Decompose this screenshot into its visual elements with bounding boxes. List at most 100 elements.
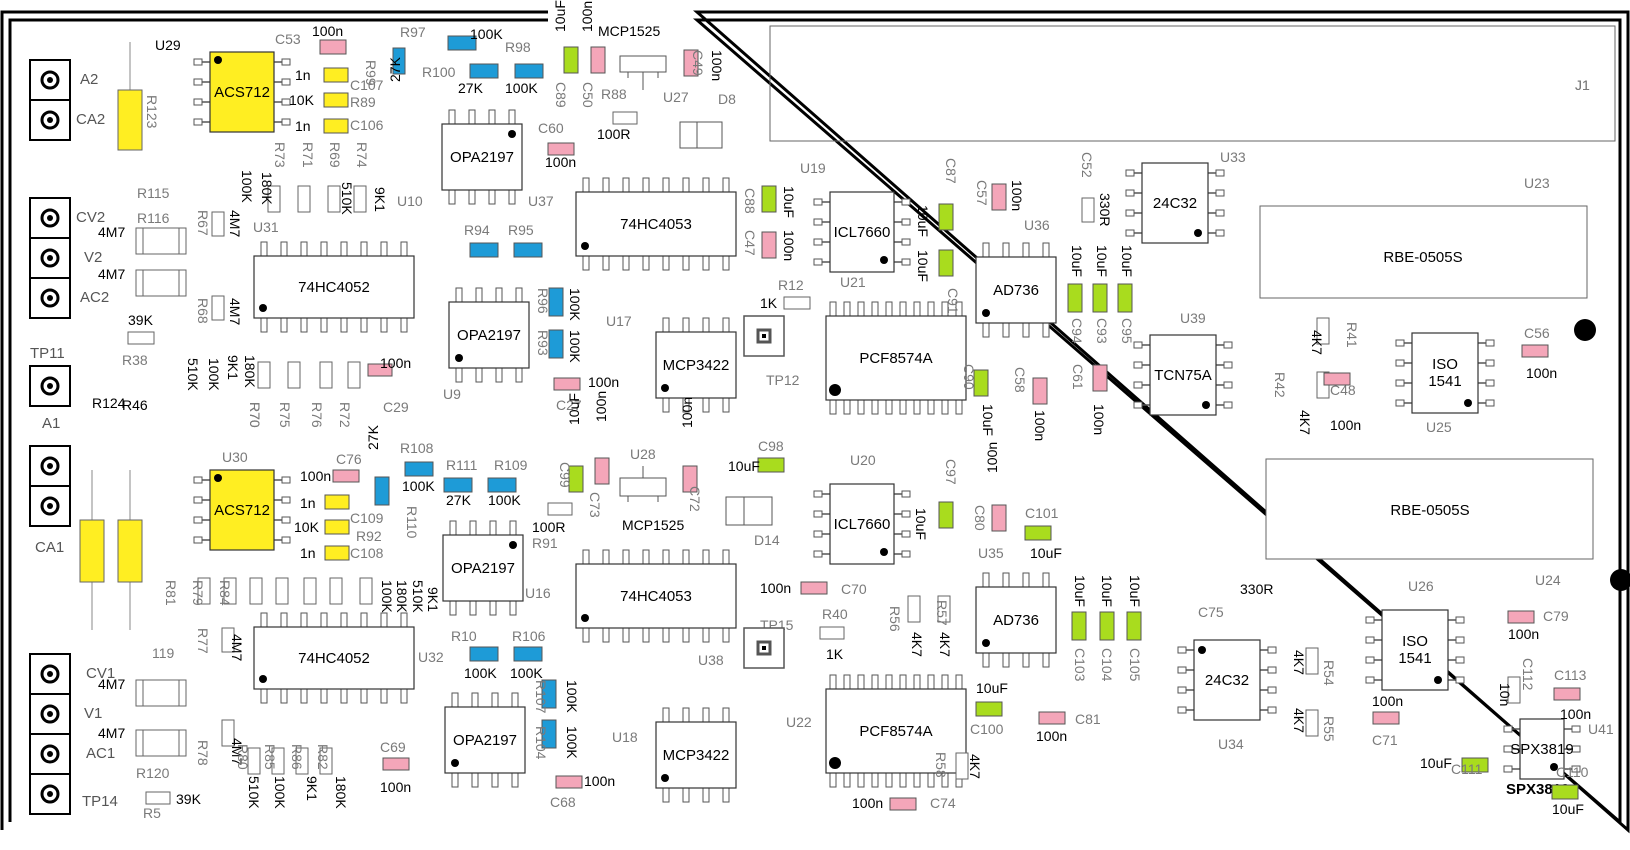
smd-part-80[interactable] xyxy=(469,646,499,662)
diode-d14-body[interactable] xyxy=(725,496,773,526)
smd-part-43[interactable] xyxy=(1032,377,1048,405)
smd-part-72[interactable] xyxy=(800,581,828,595)
smd-part-33[interactable] xyxy=(548,287,564,317)
smd-part-20[interactable] xyxy=(469,242,499,258)
smd-part-48[interactable] xyxy=(1521,344,1549,358)
u16-chip[interactable]: OPA2197 xyxy=(442,520,524,616)
pin-header-cv1-v1-ac1-tp14[interactable] xyxy=(29,653,71,815)
smd-part-24[interactable] xyxy=(783,296,811,310)
smd-part-62[interactable] xyxy=(938,501,954,529)
smd-part-103[interactable] xyxy=(555,775,583,789)
u30-chip[interactable]: ACS712 xyxy=(193,469,291,551)
smd-part-67[interactable] xyxy=(249,577,263,605)
smd-part-45[interactable] xyxy=(1316,317,1330,345)
smd-part-98[interactable] xyxy=(247,747,261,775)
smd-part-12[interactable] xyxy=(323,118,349,134)
smd-part-96[interactable] xyxy=(1461,757,1489,773)
smd-part-37[interactable] xyxy=(287,361,301,389)
smd-part-55[interactable] xyxy=(324,519,350,535)
smd-part-38[interactable] xyxy=(319,361,333,389)
smd-part-84[interactable] xyxy=(1507,676,1521,704)
smd-part-73[interactable] xyxy=(907,595,921,623)
test-point-tp12[interactable] xyxy=(743,315,785,357)
u29-chip[interactable]: ACS712 xyxy=(193,51,291,133)
smd-part-49[interactable] xyxy=(332,469,360,483)
pin-header-a2-ca2[interactable] xyxy=(29,59,71,141)
smd-part-81[interactable] xyxy=(513,646,543,662)
u39-chip[interactable]: TCN75A xyxy=(1133,334,1233,416)
smd-part-18[interactable] xyxy=(135,227,187,255)
smd-part-31[interactable] xyxy=(1117,283,1133,313)
smd-part-82[interactable] xyxy=(819,626,845,640)
smd-part-104[interactable] xyxy=(955,752,969,780)
smd-part-88[interactable] xyxy=(975,701,1003,717)
u31-chip[interactable]: 74HC4052 xyxy=(253,241,415,333)
smd-part-102[interactable] xyxy=(145,791,171,805)
smd-part-65[interactable] xyxy=(197,577,211,605)
u37-chip[interactable]: 74HC4053 xyxy=(575,177,737,271)
smd-part-101[interactable] xyxy=(319,747,333,775)
smd-part-8[interactable] xyxy=(683,49,699,77)
smd-part-75[interactable] xyxy=(1071,611,1087,641)
r124-body[interactable] xyxy=(79,519,105,583)
smd-part-58[interactable] xyxy=(568,465,584,493)
smd-part-70[interactable] xyxy=(329,577,343,605)
smd-part-90[interactable] xyxy=(1305,709,1319,737)
smd-part-53[interactable] xyxy=(487,477,517,493)
smd-part-71[interactable] xyxy=(359,577,373,605)
smd-part-47[interactable] xyxy=(1323,372,1351,386)
smd-part-78[interactable] xyxy=(1507,610,1535,624)
smd-part-66[interactable] xyxy=(223,577,237,605)
r123-body[interactable] xyxy=(117,89,143,151)
smd-part-79[interactable] xyxy=(221,627,235,653)
smd-part-40[interactable] xyxy=(367,363,393,377)
smd-part-64[interactable] xyxy=(1024,525,1052,541)
smd-part-42[interactable] xyxy=(973,369,989,397)
smd-part-32[interactable] xyxy=(211,295,225,321)
u33-chip[interactable]: 24C32 xyxy=(1125,162,1225,244)
smd-part-34[interactable] xyxy=(548,329,564,359)
smd-part-41[interactable] xyxy=(553,377,581,391)
mcp1525-u27-outline[interactable] xyxy=(619,55,667,90)
smd-part-35[interactable] xyxy=(127,331,155,345)
smd-part-92[interactable] xyxy=(135,679,187,707)
smd-part-87[interactable] xyxy=(541,719,557,749)
rbe-0505s-u24-outline[interactable] xyxy=(1265,458,1594,560)
smd-part-10[interactable] xyxy=(323,67,349,83)
r46-body[interactable] xyxy=(117,519,143,583)
smd-part-36[interactable] xyxy=(257,361,271,389)
smd-part-51[interactable] xyxy=(404,461,434,477)
smd-part-27[interactable] xyxy=(991,183,1007,211)
u21-chip[interactable]: PCF8574A xyxy=(825,301,967,415)
smd-part-91[interactable] xyxy=(1372,711,1400,725)
smd-part-44[interactable] xyxy=(1092,364,1108,392)
smd-part-7[interactable] xyxy=(612,111,638,125)
smd-part-2[interactable] xyxy=(563,46,579,74)
smd-part-86[interactable] xyxy=(541,679,557,709)
smd-part-83[interactable] xyxy=(1305,647,1319,675)
smd-part-9[interactable] xyxy=(547,142,575,156)
smd-part-50[interactable] xyxy=(374,476,390,506)
u19-chip[interactable]: ICL7660 xyxy=(813,191,911,273)
u41-chip[interactable]: SPX3819 xyxy=(1503,718,1581,780)
u34-chip[interactable]: 24C32 xyxy=(1177,639,1277,721)
smd-part-105[interactable] xyxy=(889,797,917,811)
smd-part-21[interactable] xyxy=(513,242,543,258)
smd-part-25[interactable] xyxy=(938,203,954,231)
smd-part-93[interactable] xyxy=(135,729,187,757)
smd-part-97[interactable] xyxy=(1551,784,1579,800)
smd-part-30[interactable] xyxy=(1092,283,1108,313)
smd-part-5[interactable] xyxy=(469,63,499,79)
u9-chip[interactable]: OPA2197 xyxy=(448,287,530,383)
smd-part-13[interactable] xyxy=(267,185,281,213)
smd-part-74[interactable] xyxy=(937,595,951,623)
diode-d8-body[interactable] xyxy=(679,121,723,149)
smd-part-57[interactable] xyxy=(547,502,573,516)
smd-part-100[interactable] xyxy=(295,747,309,775)
u22-chip[interactable]: PCF8574A xyxy=(825,674,967,788)
smd-part-52[interactable] xyxy=(443,477,473,493)
u15-chip[interactable]: OPA2197 xyxy=(444,692,526,788)
u18-chip[interactable]: MCP3422 xyxy=(655,707,737,803)
smd-part-89[interactable] xyxy=(1038,711,1066,725)
